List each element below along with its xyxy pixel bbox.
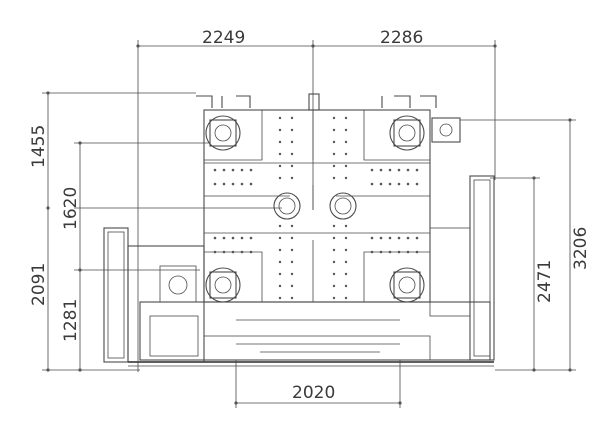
tie-bar-top-right (389, 115, 425, 151)
dim-top-right: 2286 (380, 28, 423, 48)
machine-body (103, 93, 495, 367)
dimension-lines (42, 40, 576, 408)
tie-bar-top-left (205, 115, 241, 151)
dim-right-3206: 3206 (571, 227, 591, 270)
dim-right-2471: 2471 (535, 260, 555, 303)
dim-top-left: 2249 (202, 28, 245, 48)
dim-left-1281: 1281 (61, 299, 81, 342)
tie-bar-bottom-right (389, 267, 425, 303)
dim-left-1455: 1455 (29, 125, 49, 168)
tie-bar-bottom-left (205, 267, 241, 303)
dim-left-1620: 1620 (61, 187, 81, 230)
bolt-holes (213, 116, 419, 300)
dim-bottom: 2020 (292, 383, 335, 403)
dim-left-2091: 2091 (29, 263, 49, 306)
